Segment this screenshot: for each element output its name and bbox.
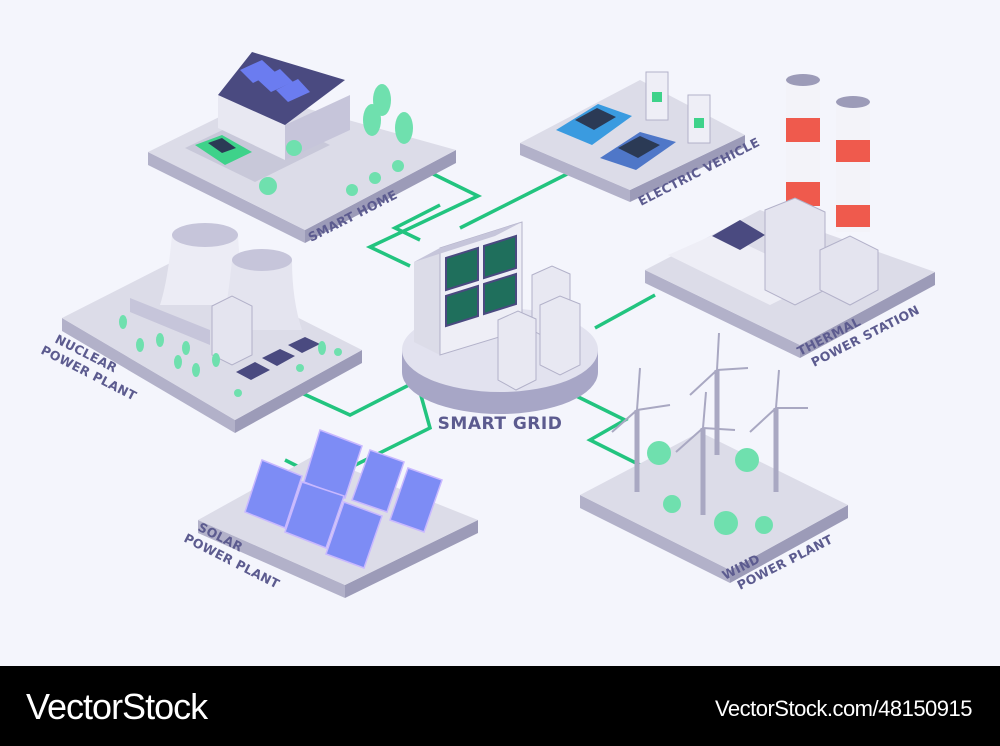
- houses: [236, 337, 320, 380]
- smart-home-platform: [148, 52, 456, 243]
- charging-stations: [645, 71, 711, 144]
- line-smart-home: [365, 168, 483, 268]
- solar-panels: [244, 429, 443, 569]
- reference-id: VectorStock.com/48150915: [714, 696, 973, 721]
- smart-grid-illustration: SMART GRID SMART HOME ELECTRIC VEHICLE T…: [39, 52, 935, 598]
- blue-car-1: [556, 104, 632, 145]
- watermark-footer: VectorStock VectorStock.com/48150915: [0, 666, 1000, 746]
- brand-logo: VectorStock: [26, 686, 208, 727]
- server-screens: [445, 234, 517, 328]
- line-ev: [459, 168, 576, 230]
- house: [218, 52, 350, 160]
- wind-trees: [647, 441, 773, 535]
- wind-turbines: [611, 332, 808, 515]
- smart-grid-label: SMART GRID: [438, 414, 563, 434]
- thermal-power-platform: [645, 74, 935, 358]
- trees: [259, 84, 413, 196]
- nuclear-power-platform: [62, 223, 362, 433]
- smart-grid-hub: SMART GRID: [402, 221, 598, 434]
- line-wind: [559, 386, 641, 467]
- electric-vehicle-platform: [520, 71, 745, 202]
- nuclear-trees: [119, 315, 342, 397]
- line-smart-home-2: [391, 203, 441, 242]
- line-thermal: [594, 293, 656, 330]
- blue-car-2: [600, 132, 676, 170]
- line-nuclear: [294, 380, 416, 417]
- green-car: [195, 135, 252, 165]
- chimneys: [786, 74, 870, 232]
- wind-power-platform: [580, 332, 848, 583]
- server-racks: [497, 265, 581, 391]
- solar-power-platform: [198, 429, 478, 598]
